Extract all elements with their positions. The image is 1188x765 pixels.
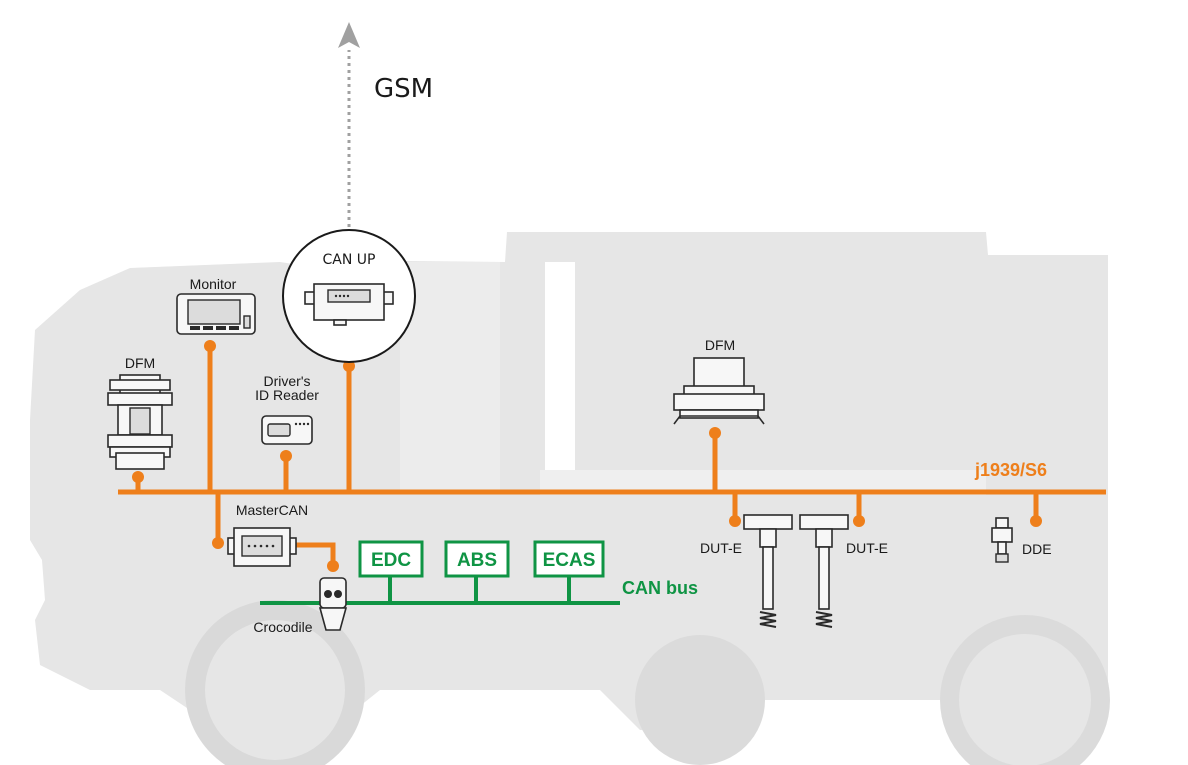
mastercan-device: MasterCAN — [227, 502, 308, 567]
dut-e-right-label: DUT-E — [846, 540, 888, 556]
dfm-body-label: DFM — [705, 337, 735, 353]
monitor-device: Monitor — [176, 276, 256, 335]
id-reader-device: Driver's ID Reader — [255, 373, 319, 445]
id-reader-label-line1: Driver's — [263, 373, 310, 389]
monitor-label: Monitor — [190, 276, 237, 292]
crocodile-label: Crocodile — [253, 619, 312, 635]
dut-e-left-device: DUT-E — [700, 514, 793, 628]
dde-sensor-icon — [991, 517, 1013, 563]
can-up-hub: CAN UP — [282, 229, 416, 363]
bus-connection-dots — [132, 340, 1042, 572]
dde-label: DDE — [1022, 541, 1052, 557]
dde-device: DDE — [991, 517, 1052, 563]
main-bus — [118, 346, 1106, 566]
ecu-abs-label: ABS — [457, 550, 497, 571]
id-reader-icon — [261, 415, 313, 445]
crocodile-device: Crocodile — [253, 577, 348, 635]
id-reader-label-line2: ID Reader — [255, 387, 319, 403]
flowmeter-body-icon — [673, 357, 765, 425]
ecu-edc-label: EDC — [371, 550, 411, 571]
fuel-level-sensor-icon — [743, 514, 793, 628]
mastercan-label: MasterCAN — [236, 502, 308, 518]
gsm-label: GSM — [374, 74, 433, 104]
flowmeter-icon — [107, 374, 173, 470]
ecu-edc: EDC — [358, 540, 424, 578]
mastercan-icon — [227, 527, 297, 567]
ecu-abs: ABS — [444, 540, 510, 578]
dfm-body-device: DFM — [673, 337, 765, 425]
dut-e-left-label: DUT-E — [700, 540, 742, 556]
can-up-label: CAN UP — [323, 252, 376, 268]
can-bus-label: CAN bus — [622, 578, 698, 598]
fuel-level-sensor-icon — [799, 514, 849, 628]
truck-silhouette — [30, 232, 1110, 765]
gsm-uplink-arrow — [338, 22, 360, 248]
dut-e-right-device: DUT-E — [799, 514, 888, 628]
ecu-ecas: ECAS — [533, 540, 605, 578]
j1939-bus-label: j1939/S6 — [974, 460, 1047, 480]
ecu-ecas-label: ECAS — [543, 550, 596, 571]
dfm-cab-device: DFM — [107, 355, 173, 470]
dfm-cab-label: DFM — [125, 355, 155, 371]
can-up-device-icon — [304, 283, 394, 326]
monitor-icon — [176, 293, 256, 335]
crocodile-icon — [318, 577, 348, 631]
